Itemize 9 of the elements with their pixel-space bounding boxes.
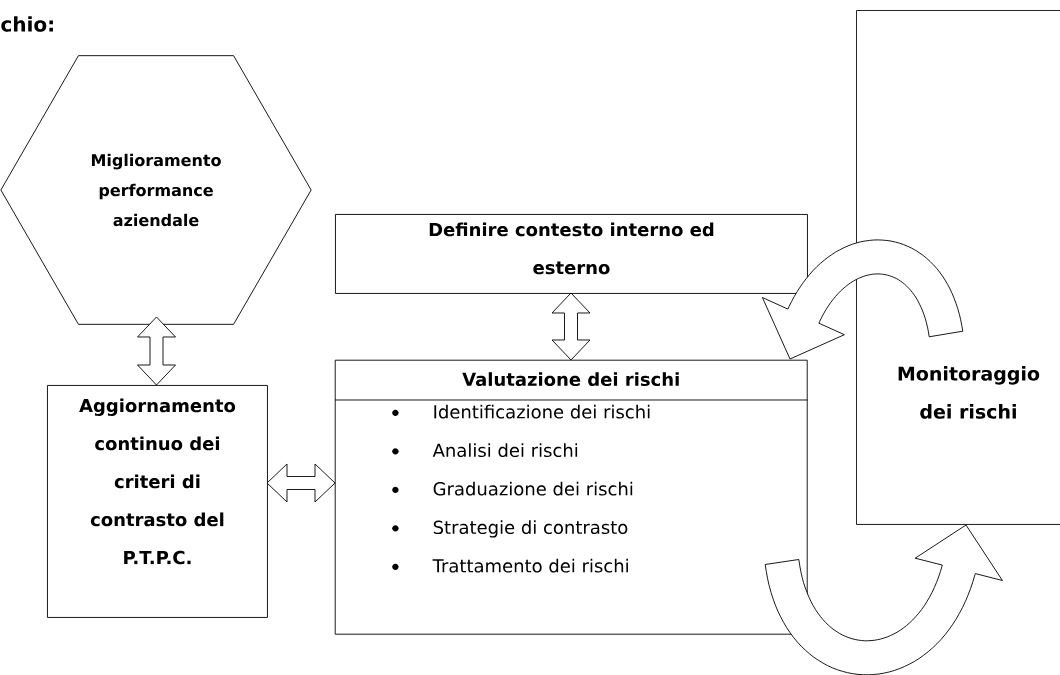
hexagon: Miglioramento performance aziendale: [0, 55, 312, 325]
text-box: Monitoraggio dei rischi: [856, 10, 1060, 525]
double-arrow: [266, 463, 336, 503]
double-arrow: [551, 292, 591, 361]
heading-fragment: chio:: [1, 16, 53, 32]
list-box: Valutazione dei rischi Identificazione dei rischi Analisi dei rischi Graduazione dei rischi Strategie di contrasto Trattamento dei rischi: [334, 359, 808, 635]
text-box: Aggiornamento continuo dei criteri di contrasto del P.T.P.C.: [47, 385, 268, 618]
double-arrow: [137, 316, 176, 386]
text-box: Definire contesto interno ed esterno: [335, 214, 808, 294]
